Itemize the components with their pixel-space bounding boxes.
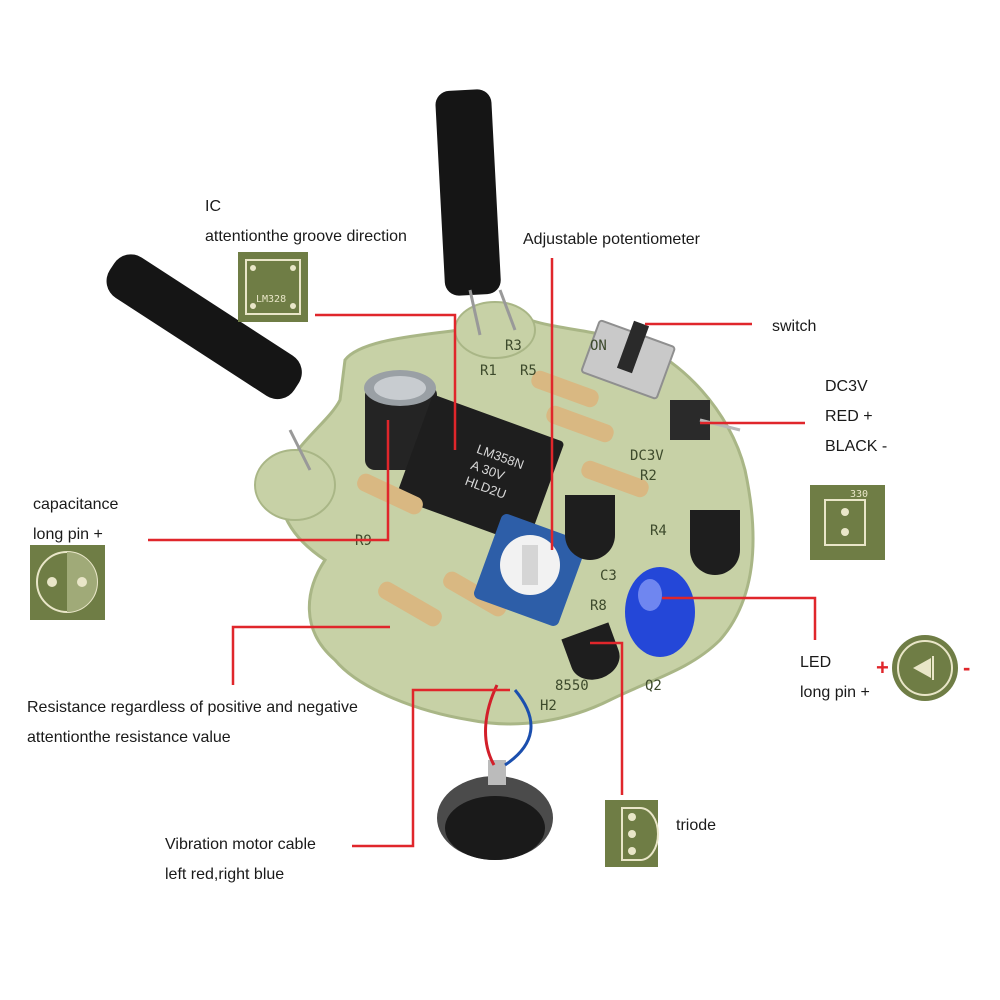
vibration-motor [437, 684, 553, 860]
motor-label-note: left red,right blue [165, 866, 285, 883]
svg-text:8550: 8550 [555, 678, 589, 694]
svg-text:330: 330 [850, 489, 868, 500]
led-label: LED long pin + [800, 648, 870, 708]
triode-label: triode [676, 811, 716, 841]
dc-label-red: RED + [825, 408, 873, 425]
resistance-label-note: attentionthe resistance value [27, 729, 231, 746]
svg-text:H2: H2 [540, 698, 557, 714]
ic-label: IC attentionthe groove direction [205, 192, 407, 252]
ic-label-note: attentionthe groove direction [205, 228, 407, 245]
svg-text:LM328: LM328 [256, 294, 286, 305]
motor-label: Vibration motor cable left red,right blu… [165, 830, 316, 890]
svg-text:C3: C3 [600, 568, 617, 584]
svg-text:R4: R4 [650, 523, 667, 539]
dc-label-black: BLACK - [825, 438, 888, 455]
capacitance-label: capacitance long pin + [33, 490, 118, 550]
transistors [561, 495, 740, 680]
svg-text:R5: R5 [520, 363, 537, 379]
antenna-top [435, 89, 517, 336]
motor-label-title: Vibration motor cable [165, 836, 316, 853]
capacitance-label-title: capacitance [33, 496, 119, 513]
resistance-label-title: Resistance regardless of positive and ne… [27, 699, 358, 716]
svg-text:-: - [963, 655, 970, 680]
antenna-left [106, 254, 312, 471]
potentiometer-label-text: Adjustable potentiometer [523, 231, 700, 248]
switch-label: switch [772, 312, 816, 342]
svg-text:Q2: Q2 [645, 678, 662, 694]
triode-footprint-inset [605, 800, 659, 867]
ic-footprint-inset: LM328 [238, 252, 308, 322]
capacitor-footprint-inset [30, 545, 105, 620]
capacitance-label-note: long pin + [33, 526, 103, 543]
resistance-label: Resistance regardless of positive and ne… [27, 693, 358, 753]
ic-chip: LM358N A 30V HLD2U [396, 395, 564, 545]
potentiometer-label: Adjustable potentiometer [523, 225, 700, 255]
blue-led [625, 567, 695, 657]
svg-text:+: + [876, 655, 889, 680]
slide-switch [581, 319, 676, 400]
svg-text:R3: R3 [505, 338, 522, 354]
svg-text:ON: ON [590, 338, 607, 354]
svg-text:DC3V: DC3V [630, 448, 664, 464]
dc-footprint-inset: 330 [810, 485, 885, 560]
led-footprint-inset: + - [876, 635, 970, 701]
triode-label-text: triode [676, 817, 717, 834]
leader-lines [148, 258, 817, 848]
switch-label-text: switch [772, 318, 817, 335]
dc-label: DC3V RED + BLACK - [825, 372, 887, 462]
dc-label-voltage: DC3V [825, 378, 868, 395]
led-label-title: LED [800, 654, 832, 671]
led-label-note: long pin + [800, 684, 870, 701]
silkscreen-labels: R3 R5 R1 R9 R4 R2 R8 C3 Q2 H2 8550 DC3V … [355, 338, 667, 714]
potentiometer [474, 514, 586, 626]
svg-text:R8: R8 [590, 598, 607, 614]
dc-connector [670, 400, 741, 440]
svg-text:R2: R2 [640, 468, 657, 484]
ic-label-title: IC [205, 198, 221, 215]
svg-text:R1: R1 [480, 363, 497, 379]
